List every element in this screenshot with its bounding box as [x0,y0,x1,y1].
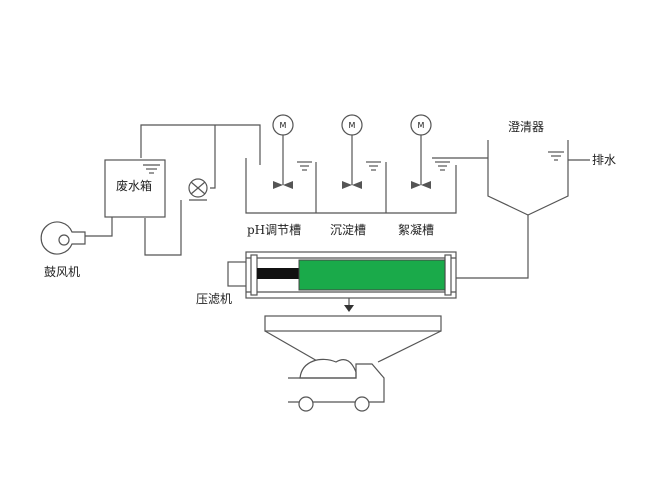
down-arrow-icon [344,298,354,312]
blower-icon [40,221,86,255]
settling-tank-mixer: M [341,114,381,189]
sludge-hopper [264,315,442,363]
reaction-tanks [245,158,457,214]
piping [85,124,590,279]
ph-tank-mixer: M [272,114,312,189]
motor-symbol: M [418,121,425,130]
wastewater-tank: 废水箱 [104,159,166,218]
filter-press-label: 压滤机 [196,292,232,306]
settling-tank-label: 沉淀槽 [330,223,366,237]
truck-icon [288,358,385,412]
discharge-label: 排水 [592,153,616,167]
blower-label: 鼓风机 [44,265,80,279]
ph-tank-label: pH调节槽 [247,223,301,237]
filter-media [298,259,446,291]
flocculation-tank-label: 絮凝槽 [398,222,434,237]
clarifier-label: 澄清器 [508,119,544,134]
motor-symbol: M [280,121,287,130]
filter-press [227,251,457,299]
motor-symbol: M [349,121,356,130]
pump-icon [188,178,208,201]
piston-rod [257,268,299,279]
wastewater-tank-label: 废水箱 [116,178,152,193]
clarifier [487,140,569,216]
flocculation-tank-mixer: M [410,114,450,189]
